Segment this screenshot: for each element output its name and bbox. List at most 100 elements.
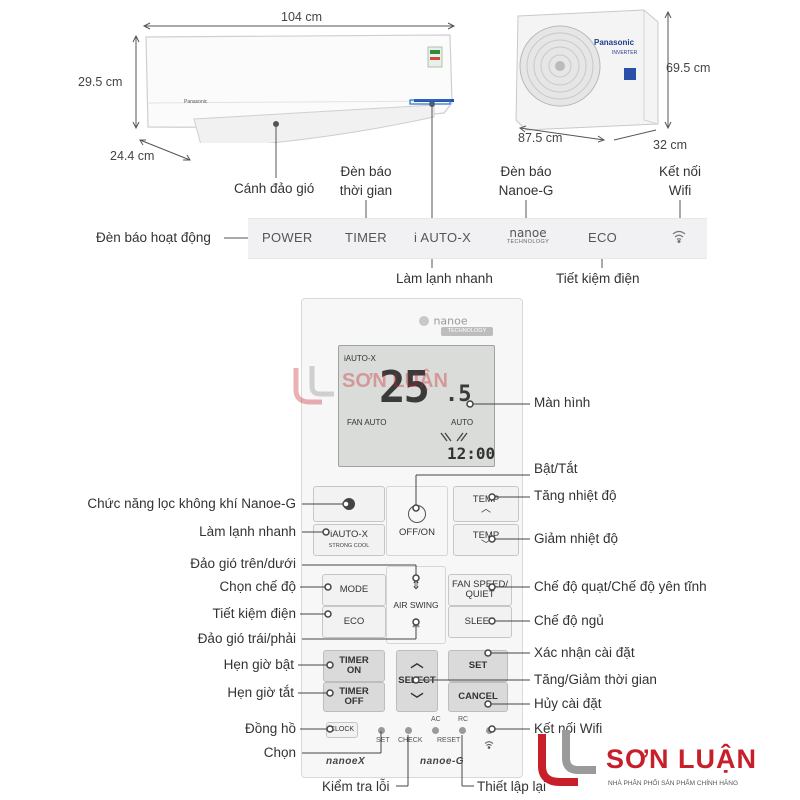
timer-on-button[interactable]: TIMER ON — [323, 650, 385, 682]
callout-on-off: Bật/Tắt — [534, 461, 578, 476]
remote-wifi-icon — [484, 736, 494, 754]
onoff-button[interactable]: OFF/ON — [386, 486, 448, 556]
temp-down-button[interactable]: TEMP ﹀ — [453, 524, 519, 556]
callout-temp-down: Giảm nhiệt độ — [534, 531, 619, 546]
power-indicator: POWER — [262, 230, 313, 245]
chevron-up-icon: ︿ — [481, 503, 491, 515]
callout-temp-up: Tăng nhiệt độ — [534, 488, 617, 503]
lcd-time: 12:00 — [447, 444, 496, 463]
callout-fast-cool-remote: Làm lạnh nhanh — [199, 524, 296, 539]
indicator-panel: POWER TIMER i AUTO-X nanoe TECHNOLOGY EC… — [248, 218, 707, 259]
outdoor-badge: INVERTER — [612, 50, 638, 56]
temp-up-button[interactable]: TEMP ︿ — [453, 486, 519, 522]
set-button-label: SET — [468, 660, 488, 671]
timer-on-label: TIMER — [339, 655, 369, 666]
timer-off-button[interactable]: TIMER OFF — [323, 682, 385, 712]
remote-nanoe-tech: TECHNOLOGY — [441, 327, 493, 336]
indoor-width-label: 104 cm — [281, 10, 322, 24]
sleep-button-label: SLEEP — [464, 616, 496, 627]
nanoe-indicator: nanoe TECHNOLOGY — [506, 226, 550, 245]
set-small-label: SET — [376, 737, 390, 744]
callout-reset: Thiết lập lại — [477, 779, 547, 794]
callout-timer-off: Hẹn giờ tắt — [227, 685, 294, 700]
outdoor-width-label: 87.5 cm — [518, 131, 563, 145]
callout-eco-save: Tiết kiệm điện — [556, 271, 640, 286]
fan-speed-button[interactable]: FAN SPEED/ QUIET — [448, 574, 512, 606]
rc-small-label: RC — [458, 716, 469, 723]
callout-sleep: Chế độ ngủ — [534, 613, 604, 628]
check-pinhole[interactable] — [405, 727, 412, 734]
indoor-depth-label: 24.4 cm — [110, 149, 155, 163]
lcd-swing-icon — [439, 430, 469, 442]
set-pinhole[interactable] — [378, 727, 385, 734]
iauto-button-label: iAUTO-X — [330, 528, 368, 540]
eco-button-label: ECO — [343, 616, 365, 627]
callout-flap: Cánh đảo gió — [234, 181, 315, 196]
watermark-mid-text: SƠN LUẬN — [342, 370, 448, 392]
brand-name: SƠN LUẬN — [606, 744, 758, 774]
lcd-mode: iAUTO-X — [344, 354, 376, 363]
callout-nanoe-filter: Chức năng lọc không khí Nanoe-G — [87, 496, 296, 511]
callout-select: Chọn — [263, 745, 296, 760]
sleep-button[interactable]: SLEEP — [448, 606, 512, 638]
brand-logo-icon — [538, 730, 596, 786]
reset-small-label: RESET — [437, 737, 461, 744]
callout-power-lamp: Đèn báo hoạt động — [96, 230, 211, 245]
outdoor-height-label: 69.5 cm — [666, 61, 711, 75]
callout-swing-vertical: Đảo gió trên/dưới — [190, 556, 296, 571]
callout-mode: Chọn chế độ — [219, 579, 296, 594]
mode-button-label: MODE — [339, 584, 369, 595]
timer-indicator: TIMER — [345, 230, 387, 245]
remote-nanoex-logo: nanoeX — [326, 756, 366, 767]
timer-off-sublabel: OFF — [344, 696, 364, 707]
callout-fast-cool: Làm lạnh nhanh — [396, 271, 493, 286]
timer-off-label: TIMER — [339, 686, 369, 697]
clock-button-label: CLOCK — [329, 726, 355, 733]
callout-confirm: Xác nhận cài đặt — [534, 645, 635, 660]
cancel-button[interactable]: CANCEL — [448, 682, 508, 712]
set-button[interactable]: SET — [448, 650, 508, 682]
rc-reset-pinhole[interactable] — [459, 727, 466, 734]
indoor-height-label: 29.5 cm — [78, 75, 123, 89]
ac-reset-pinhole[interactable] — [432, 727, 439, 734]
callout-swing-horizontal: Đảo gió trái/phải — [197, 631, 296, 646]
wifi-icon — [672, 229, 686, 248]
ac-small-label: AC — [431, 716, 441, 723]
callout-screen: Màn hình — [534, 395, 591, 410]
callout-fan-mode: Chế độ quạt/Chế độ yên tĩnh — [534, 579, 707, 594]
watermark-mid-logo-icon — [293, 366, 334, 405]
outdoor-unit-image: Panasonic INVERTER — [514, 8, 660, 132]
callout-eco: Tiết kiệm điện — [212, 606, 296, 621]
brand-logo: SƠN LUẬN NHÀ PHÂN PHỐI SẢN PHẨM CHÍNH HÃ… — [534, 728, 794, 790]
air-swing-label: AIR SWING — [393, 600, 439, 610]
nanoe-dot-icon — [419, 315, 429, 326]
remote-nanoe-logo: nanoe — [419, 312, 468, 330]
onoff-button-label: OFF/ON — [399, 526, 435, 538]
temp-up-label: TEMP — [472, 493, 500, 505]
cancel-button-label: CANCEL — [458, 691, 498, 702]
quiet-label: QUIET — [465, 589, 495, 600]
eco-button[interactable]: ECO — [322, 606, 386, 638]
watermark-mid: SƠN LUẬN — [290, 360, 448, 415]
callout-wifi-remote: Kết nối Wifi — [534, 721, 603, 736]
callout-timer-on: Hẹn giờ bật — [223, 657, 294, 672]
lcd-fan: FAN AUTO — [347, 418, 387, 427]
outdoor-depth-label: 32 cm — [653, 138, 688, 152]
chevron-down-icon: ﹀ — [481, 539, 491, 551]
callout-check: Kiểm tra lỗi — [322, 779, 390, 794]
iauto-indicator: i AUTO-X — [414, 230, 472, 245]
eco-indicator: ECO — [588, 230, 618, 245]
callout-clock: Đồng hồ — [244, 721, 296, 736]
air-swing-button[interactable]: ⇕ AIR SWING ⇔ — [386, 566, 446, 644]
outdoor-brand: Panasonic — [594, 38, 635, 47]
mode-button[interactable]: MODE — [322, 574, 386, 606]
indoor-unit-image: Panasonic — [144, 33, 454, 150]
callout-time-adjust: Tăng/Giảm thời gian — [534, 672, 657, 687]
remote-nanoeg-logo: nanoe-G — [420, 756, 465, 767]
lcd-auto: AUTO — [451, 418, 474, 427]
timer-on-sublabel: ON — [346, 665, 362, 676]
